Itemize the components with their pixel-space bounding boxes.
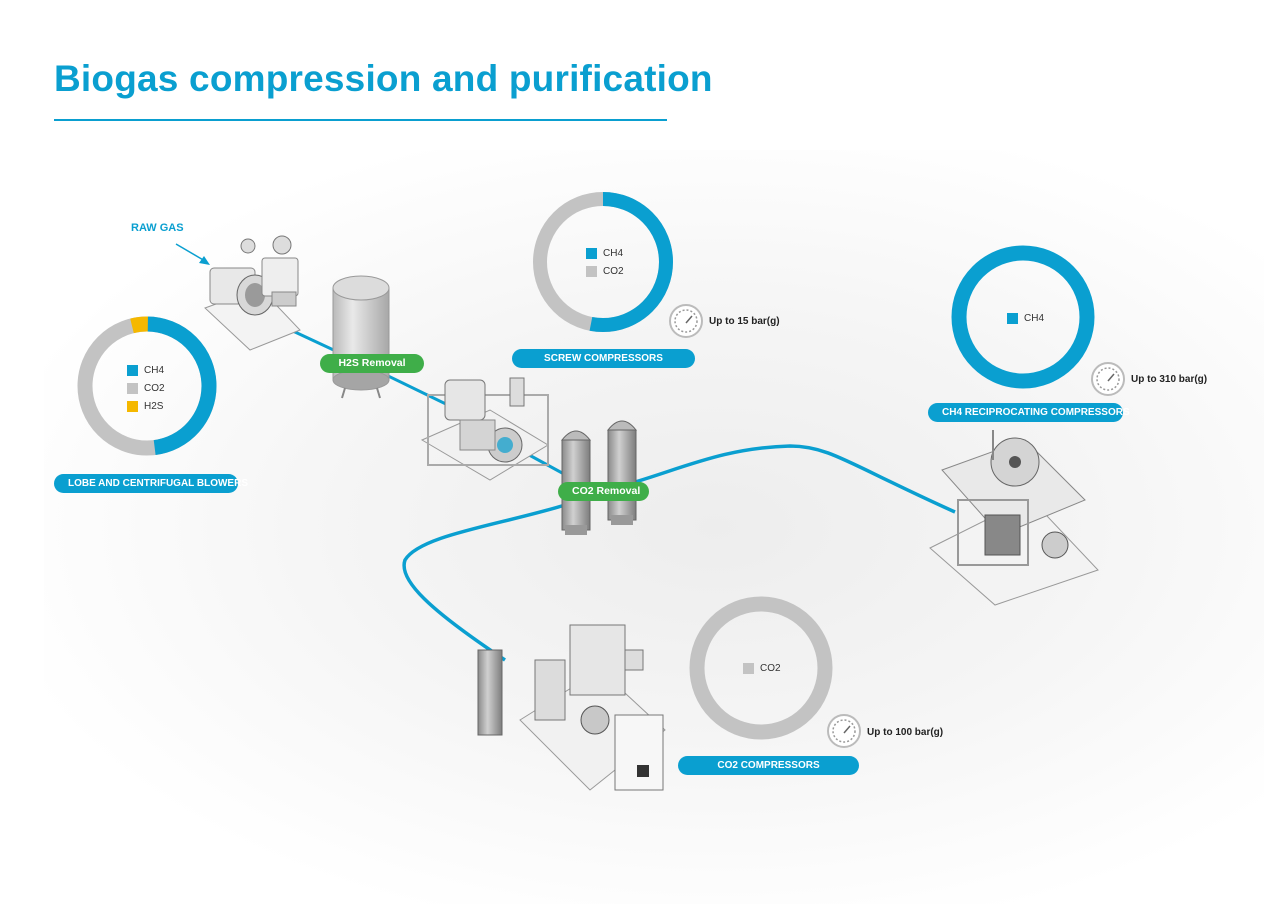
legend-item: CH4 <box>127 361 165 379</box>
legend-item: H2S <box>127 397 165 415</box>
blowers-stage-label: LOBE AND CENTRIFUGAL BLOWERS <box>54 474 248 493</box>
h2s-swatch <box>127 400 138 412</box>
ch4-pressure-label: Up to 310 bar(g) <box>1131 374 1208 385</box>
screw-donut <box>533 192 673 332</box>
ch4-compressor-machine <box>929 430 1099 606</box>
co2-stage-label: CO2 COMPRESSORS <box>678 756 859 775</box>
pressure-gauge-icon <box>1091 362 1125 396</box>
ch4-donut <box>951 245 1095 389</box>
co2-removal-label: CO2 Removal <box>558 482 649 501</box>
co2-swatch <box>743 662 754 674</box>
ch4-stage-label: CH4 RECIPROCATING COMPRESSORS <box>928 403 1130 422</box>
co2-removal-columns <box>560 420 638 535</box>
arrow-icon <box>175 243 210 265</box>
co2-compressor-machine <box>477 624 666 791</box>
legend-item: CO2 <box>743 659 781 677</box>
blowers-legend: CH4 CO2 H2S <box>127 361 165 415</box>
co2-swatch <box>586 265 597 277</box>
screw-compressor-machine <box>420 377 549 481</box>
screw-pressure-label: Up to 15 bar(g) <box>709 316 780 327</box>
legend-item: CH4 <box>1007 309 1044 327</box>
donut-segment-ch4 <box>533 192 673 332</box>
blowers-donut <box>77 316 217 456</box>
legend-item: CO2 <box>586 262 624 280</box>
title-divider <box>54 119 667 121</box>
pipe-to-co2-compressor <box>402 503 566 662</box>
co2-legend: CO2 <box>743 659 781 677</box>
h2s-removal-label: H2S Removal <box>320 354 424 373</box>
ch4-swatch <box>1007 312 1018 324</box>
ch4-swatch <box>586 247 597 259</box>
ch4-legend: CH4 <box>1007 309 1044 327</box>
legend-item: CH4 <box>586 244 624 262</box>
screw-legend: CH4 CO2 <box>586 244 624 280</box>
pipe-to-ch4-compressor <box>614 444 956 514</box>
raw-gas-label: RAW GAS <box>131 222 184 234</box>
h2s-removal-tank <box>332 275 390 399</box>
co2-swatch <box>127 382 138 394</box>
pressure-gauge-icon <box>827 714 861 748</box>
blower-machine <box>204 235 301 351</box>
pressure-gauge-icon <box>669 304 703 338</box>
co2-pressure-label: Up to 100 bar(g) <box>867 727 944 738</box>
page-title: Biogas compression and purification <box>54 58 713 99</box>
ch4-swatch <box>127 364 138 376</box>
legend-item: CO2 <box>127 379 165 397</box>
co2-donut <box>689 596 833 740</box>
screw-stage-label: SCREW COMPRESSORS <box>512 349 695 368</box>
